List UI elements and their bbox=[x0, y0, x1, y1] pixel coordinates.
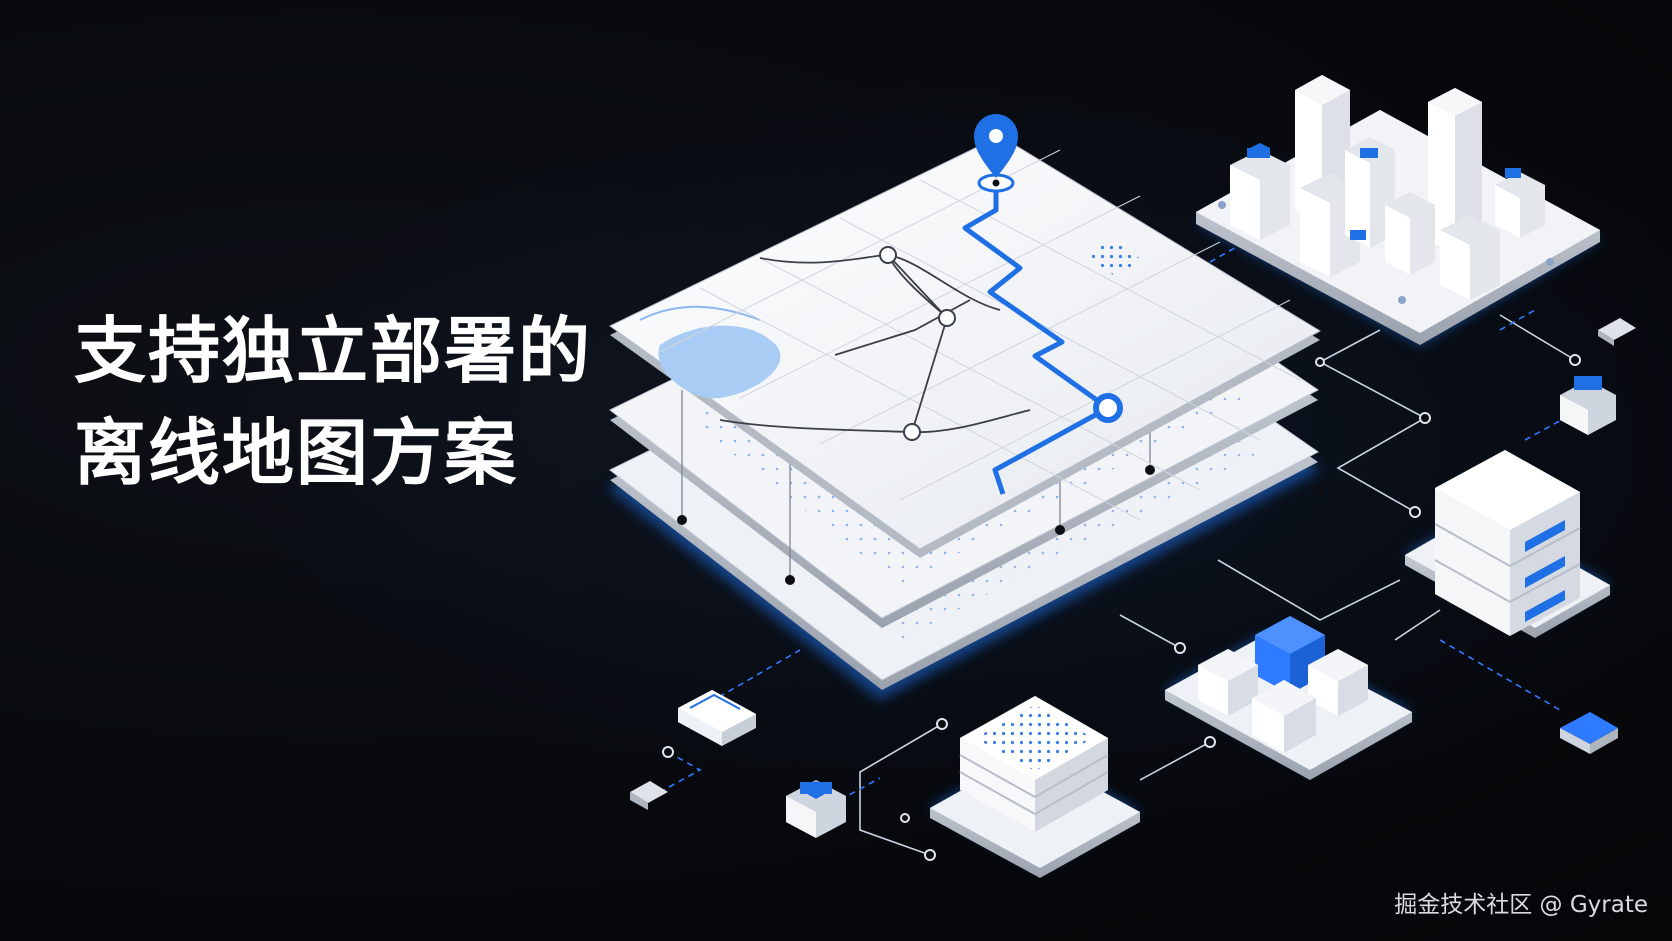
cube-cluster-icon bbox=[1165, 616, 1412, 780]
map-layer-stack bbox=[608, 114, 1323, 700]
headline-line-1: 支持独立部署的 bbox=[74, 309, 593, 393]
server-stack-icon bbox=[1405, 450, 1610, 638]
network-nodes bbox=[662, 354, 1581, 861]
map-pin-icon bbox=[974, 114, 1018, 193]
small-cubes bbox=[630, 318, 1636, 838]
city-block-icon bbox=[1196, 75, 1600, 345]
headline: 支持独立部署的 离线地图方案 bbox=[74, 300, 592, 504]
headline-line-2: 离线地图方案 bbox=[74, 411, 519, 495]
watermark: 掘金技术社区 @ Gyrate bbox=[1394, 892, 1648, 918]
network-dashes bbox=[659, 244, 1566, 801]
chip-grid-icon bbox=[930, 696, 1140, 878]
route-line bbox=[962, 183, 1111, 495]
